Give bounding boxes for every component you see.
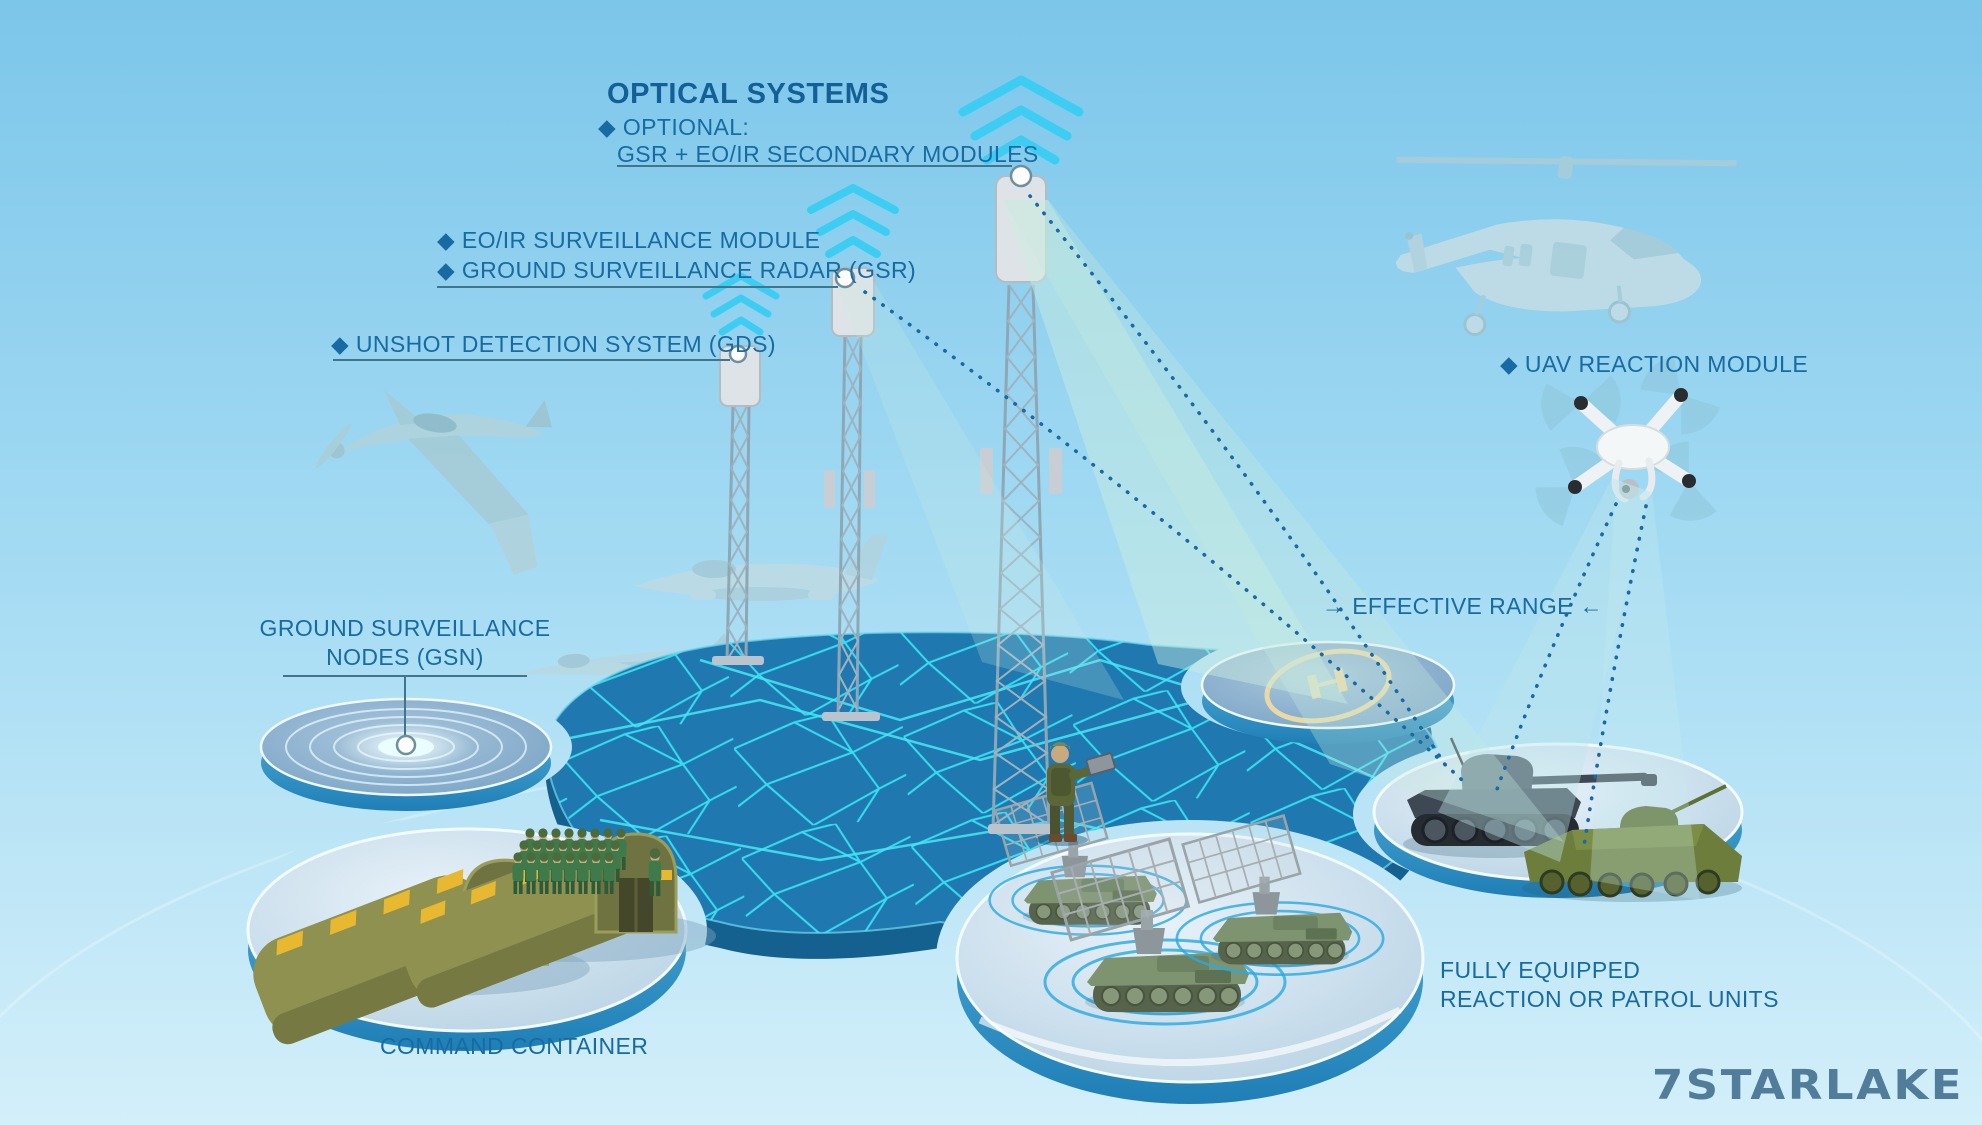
radar-vehicle bbox=[1043, 837, 1287, 1026]
gsn-label-line1: GROUND SURVEILLANCE bbox=[259, 615, 551, 641]
propeller-aircraft bbox=[315, 389, 552, 576]
soldier-operator bbox=[1036, 742, 1116, 846]
reaction-units-label: FULLY EQUIPPED REACTION OR PATROL UNITS bbox=[1440, 956, 1779, 1014]
company-logo: 7STARLAKE bbox=[1652, 1060, 1965, 1109]
optical-optional-label: ◆ OPTIONAL: bbox=[598, 114, 750, 140]
jet-aircraft bbox=[635, 534, 888, 601]
drone bbox=[1525, 349, 1721, 534]
command-container-label: COMMAND CONTAINER bbox=[380, 1033, 649, 1059]
gsn-label-line2: NODES (GSN) bbox=[326, 643, 484, 670]
helicopter bbox=[1395, 156, 1737, 337]
tall-tower bbox=[958, 75, 1084, 834]
label-connectors bbox=[283, 165, 1012, 738]
gds-label: ◆ UNSHOT DETECTION SYSTEM (GDS) bbox=[331, 331, 776, 357]
wifi-icon bbox=[807, 184, 899, 258]
dotted-links bbox=[863, 194, 1648, 848]
optical-systems-title: OPTICAL SYSTEMS bbox=[607, 78, 890, 110]
sensor-beams bbox=[836, 200, 1700, 900]
reaction-units-line2: REACTION OR PATROL UNITS bbox=[1440, 985, 1779, 1012]
helipad-disc: H bbox=[1200, 640, 1456, 744]
reaction-units-line1: FULLY EQUIPPED bbox=[1440, 957, 1641, 983]
connector-nodes bbox=[395, 164, 1033, 756]
dotted-link bbox=[863, 290, 1464, 782]
uav-module-label: ◆ UAV REACTION MODULE bbox=[1500, 351, 1809, 377]
dotted-link bbox=[1582, 504, 1648, 848]
optical-modules-label: GSR + EO/IR SECONDARY MODULES bbox=[617, 141, 1039, 167]
gsr-label: ◆ GROUND SURVEILLANCE RADAR (GSR) bbox=[437, 257, 917, 283]
gsn-disc bbox=[259, 697, 553, 811]
effective-range-label: → EFFECTIVE RANGE ← bbox=[1322, 593, 1604, 619]
wifi-icon bbox=[958, 75, 1084, 165]
apc-vehicle bbox=[1522, 784, 1742, 902]
radar-vehicle bbox=[1175, 814, 1385, 977]
wifi-icon bbox=[702, 272, 780, 336]
short-tower bbox=[702, 272, 780, 665]
gsn-label: GROUND SURVEILLANCE NODES (GSN) bbox=[255, 614, 555, 672]
tank bbox=[1403, 737, 1657, 858]
eoir-module-label: ◆ EO/IR SURVEILLANCE MODULE bbox=[437, 227, 821, 253]
